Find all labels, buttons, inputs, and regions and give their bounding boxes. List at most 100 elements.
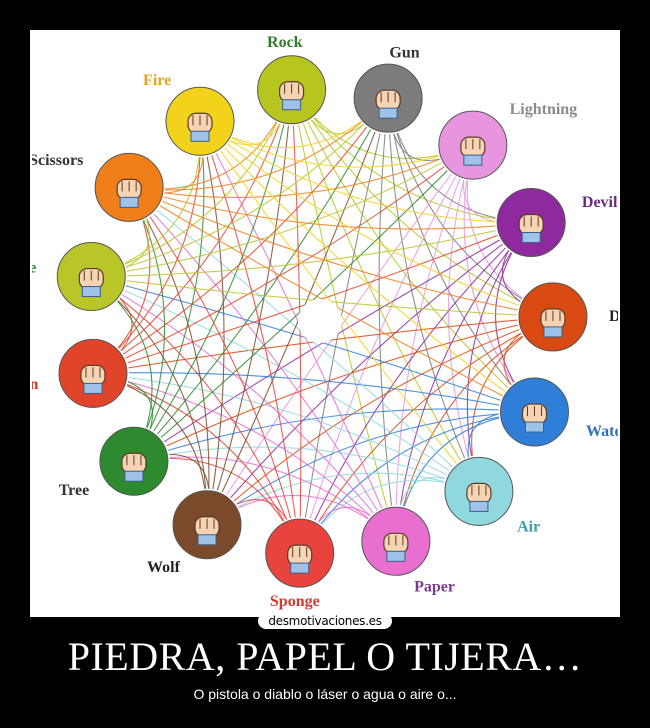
node-air: Air: [442, 455, 540, 536]
matchup-line: [206, 222, 532, 526]
thumb-down-hand-icon: [121, 452, 147, 482]
matchup-line: [92, 372, 535, 413]
node-label-sponge: Sponge: [270, 593, 320, 610]
node-label-paper: Paper: [414, 579, 455, 596]
matchup-line: [133, 89, 293, 462]
node-water: Water: [498, 376, 618, 449]
matchup-line: [199, 121, 301, 554]
node-label-dragon: Dragon: [609, 308, 618, 325]
matchup-line: [466, 222, 532, 492]
node-label-snake: Snake: [32, 259, 36, 276]
matchup-line: [199, 120, 535, 413]
poster-image-frame: RockGunLightningDevilDragonWaterAirPaper…: [30, 30, 620, 617]
matchup-line: [291, 89, 480, 492]
node-label-fire: Fire: [143, 72, 171, 89]
flat-hand-icon: [383, 532, 409, 562]
matchup-line: [133, 316, 554, 462]
node-label-lightning: Lightning: [510, 101, 578, 118]
matchup-line: [91, 89, 293, 278]
matchup-line: [128, 186, 554, 318]
node-label-human: Human: [32, 376, 38, 393]
matchup-line: [133, 121, 205, 462]
node-lightning: Lightning: [436, 101, 578, 182]
node-label-gun: Gun: [389, 44, 419, 61]
matchup-line: [206, 316, 554, 526]
node-label-wolf: Wolf: [147, 559, 181, 576]
node-human: Human: [32, 337, 129, 410]
matchup-line: [463, 145, 535, 413]
matchup-line: [206, 89, 293, 525]
node-rock: Rock: [255, 34, 328, 126]
matchup-line: [299, 316, 554, 554]
matchup-line: [91, 144, 474, 278]
node-snake: Snake: [32, 240, 128, 313]
claw-hand-icon: [540, 308, 566, 338]
matchup-line: [91, 221, 532, 278]
matchup-line: [387, 98, 480, 492]
matchup-line: [128, 186, 532, 230]
matchup-line: [447, 145, 480, 492]
node-label-tree: Tree: [59, 482, 90, 499]
matchup-line: [199, 120, 554, 318]
matchup-line: [133, 97, 389, 462]
matchup-line: [92, 372, 301, 554]
matchup-line: [90, 276, 208, 525]
matchup-line: [128, 187, 210, 525]
poster-title: PIEDRA, PAPEL O TIJERA…: [67, 634, 583, 679]
matchup-line: [291, 89, 535, 413]
matchup-line: [299, 411, 535, 554]
horns-hand-icon: [518, 213, 544, 244]
node-label-water: Water: [586, 423, 618, 440]
matchup-line: [92, 97, 389, 374]
matchup-line: [199, 120, 532, 224]
matchup-line: [291, 89, 554, 318]
matchup-line: [299, 222, 532, 554]
matchup-line: [92, 89, 293, 374]
matchup-line: [128, 187, 397, 542]
node-dragon: Dragon: [516, 280, 618, 353]
walking-fingers-icon: [80, 364, 106, 394]
matchup-line: [129, 144, 474, 199]
matchup-line: [387, 98, 554, 318]
matchup-line: [91, 97, 389, 278]
curled-hand-icon: [287, 544, 313, 574]
node-paper: Paper: [359, 505, 455, 596]
matchup-line: [128, 187, 301, 554]
matchup-line: [206, 472, 480, 526]
matchup-line: [291, 89, 532, 224]
node-devil: Devil: [495, 186, 618, 259]
node-label-rock: Rock: [267, 34, 303, 51]
wolf-hand-icon: [194, 516, 220, 546]
matchup-line: [299, 144, 474, 554]
matchup-line: [92, 144, 474, 374]
node-tree: Tree: [59, 425, 170, 499]
matchup-line: [92, 121, 201, 374]
node-label-scissors: Scissors: [32, 152, 83, 169]
matchup-line: [199, 120, 474, 168]
matchup-line: [133, 446, 480, 492]
rps-15-diagram: RockGunLightningDevilDragonWaterAirPaper…: [32, 32, 618, 615]
matchup-line: [395, 144, 474, 542]
matchup-line: [91, 275, 480, 492]
node-label-devil: Devil: [582, 194, 618, 211]
matchup-line: [133, 456, 397, 542]
matchup-line: [91, 276, 397, 542]
center-hole: [298, 299, 342, 343]
matchup-line: [128, 187, 166, 462]
finger-gun-icon: [375, 89, 401, 119]
scissors-hand-icon: [116, 178, 142, 208]
three-fingers-icon: [187, 112, 213, 142]
matchup-line: [129, 97, 389, 191]
matchup-line: [90, 276, 301, 554]
fist-icon: [279, 81, 305, 111]
gesture-nodes: RockGunLightningDevilDragonWaterAirPaper…: [32, 34, 618, 610]
pinch-hand-icon: [460, 136, 486, 166]
matchup-line: [395, 316, 554, 542]
node-sponge: Sponge: [263, 517, 336, 610]
snake-hand-icon: [78, 267, 104, 298]
matchup-line: [378, 98, 397, 542]
node-label-air: Air: [517, 519, 540, 536]
matchup-line: [92, 372, 480, 492]
site-watermark: desmotivaciones.es: [0, 612, 650, 630]
node-fire: Fire: [143, 72, 236, 158]
